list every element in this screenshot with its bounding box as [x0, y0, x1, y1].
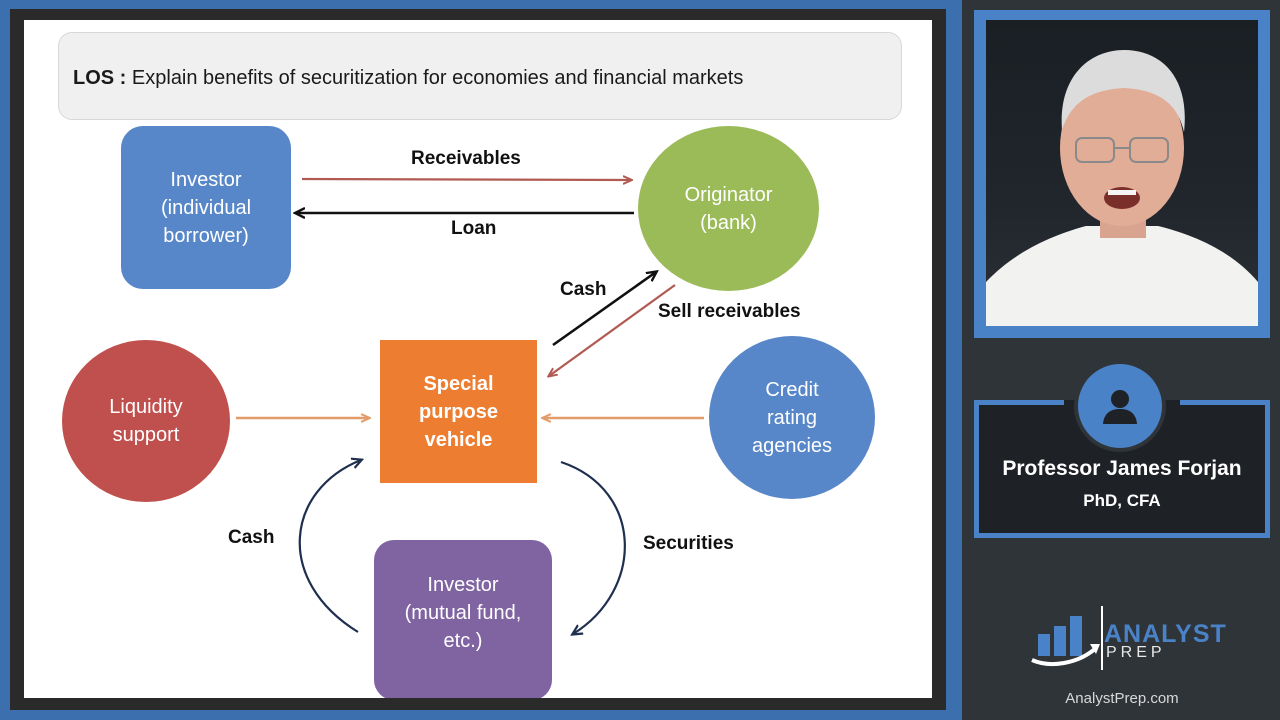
securities-arc: [560, 460, 626, 634]
cash-to-originator-arrow: [552, 272, 656, 347]
avatar: [1074, 360, 1166, 452]
presenter-card: [974, 400, 1270, 538]
node-line: Investor: [170, 168, 242, 191]
los-box: LOS : Explain benefits of securitization…: [58, 32, 902, 120]
analystprep-logo: ANALYST PREP: [1030, 604, 1230, 674]
node-line: agencies: [751, 434, 833, 457]
logo-word-analyst: ANALYST: [1104, 620, 1227, 648]
originator-node: Originator (bank): [638, 126, 819, 291]
spv-node: Special purpose vehicle: [380, 340, 537, 483]
node-line: vehicle: [424, 428, 493, 451]
los-label: LOS :: [73, 67, 127, 89]
logo-chart-icon: [1031, 606, 1103, 670]
slide: LOS : Explain benefits of securitization…: [24, 20, 932, 698]
node-line: rating: [766, 406, 818, 429]
webcam-frame: [974, 10, 1270, 338]
presenter-name: Professor James Forjan: [1002, 457, 1242, 480]
webcam-video: [986, 20, 1258, 326]
node-line: Originator: [684, 183, 773, 206]
node-line: etc.): [443, 630, 483, 652]
investor-borrower-node: Investor (individual borrower): [121, 126, 291, 289]
person-icon: [1103, 390, 1137, 424]
sell-receivables-label: Sell receivables: [658, 301, 801, 322]
node-line: Credit: [765, 378, 819, 401]
los-text: LOS : Explain benefits of securitization…: [73, 67, 743, 90]
slide-frame: LOS : Explain benefits of securitization…: [0, 0, 962, 720]
investor-fund-node: Investor (mutual fund, etc.): [374, 540, 552, 698]
presenter-credentials: PhD, CFA: [1083, 491, 1161, 510]
node-line: Investor: [427, 574, 499, 596]
receivables-label: Receivables: [411, 148, 521, 169]
cash-top-label: Cash: [560, 279, 607, 300]
loan-label: Loan: [451, 218, 497, 239]
node-line: (bank): [700, 211, 757, 234]
sell-receivables-arrow: [549, 284, 676, 376]
logo-word-prep: PREP: [1106, 644, 1166, 661]
node-line: (mutual fund,: [404, 602, 522, 624]
node-line: borrower): [163, 224, 249, 247]
presenter-figure: [986, 50, 1258, 326]
site-url: AnalystPrep.com: [1065, 690, 1179, 707]
node-line: Liquidity: [109, 396, 183, 418]
node-line: (individual: [160, 196, 252, 219]
node-line: support: [112, 424, 180, 446]
flow-arrows: [236, 20, 704, 698]
receivables-arrow: [301, 179, 631, 180]
cash-to-spv-arc: [298, 460, 361, 633]
node-line: Special: [423, 372, 494, 395]
securities-label: Securities: [643, 533, 734, 554]
credit-rating-node: Credit rating agencies: [709, 336, 875, 499]
liquidity-support-node: Liquidity support: [62, 340, 230, 502]
card-top-border-right: [1180, 400, 1270, 405]
los-description: Explain benefits of securitization for e…: [131, 67, 744, 89]
cash-bottom-label: Cash: [228, 527, 275, 548]
presenter-panel: Professor James Forjan PhD, CFA ANALYST …: [962, 0, 1280, 720]
node-line: purpose: [419, 400, 498, 423]
card-top-border-left: [974, 400, 1064, 405]
